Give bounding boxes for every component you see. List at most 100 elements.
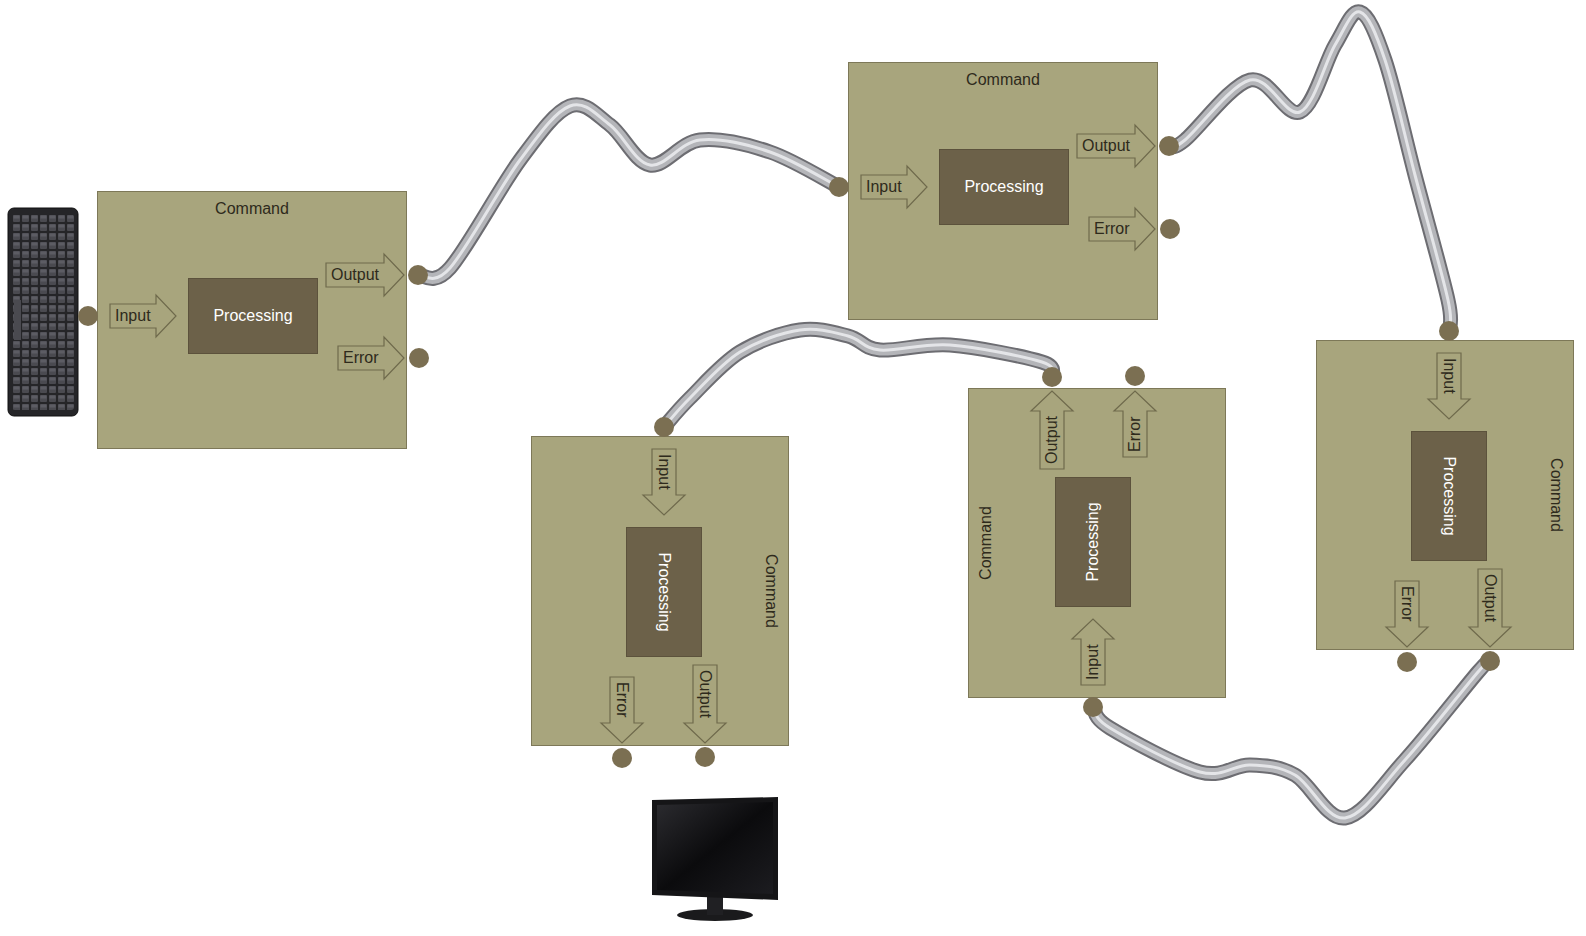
error-arrow: Error — [1384, 581, 1430, 647]
command-box: CommandInput Processing Output Error — [968, 388, 1226, 698]
output-arrow: Output — [326, 252, 404, 298]
arrow-outline — [1089, 208, 1155, 250]
error-arrow: Error — [1089, 206, 1155, 252]
arrow-outline — [1114, 391, 1156, 457]
command-box: Command InputProcessingOutput Error — [531, 436, 789, 746]
port-dot — [654, 417, 674, 437]
arrow-label-row: Output — [331, 252, 379, 298]
box-title: Command — [849, 71, 1157, 89]
arrow-outline — [684, 665, 726, 743]
arrow-label-row: Output — [1082, 123, 1130, 169]
arrow-label: Input — [1441, 358, 1458, 394]
port-dot — [1083, 697, 1103, 717]
pipe-outline — [1169, 12, 1451, 331]
input-arrow: Input — [1070, 619, 1116, 685]
port-dot — [1397, 652, 1417, 672]
port-dot — [1160, 219, 1180, 239]
arrow-label-row: Output — [682, 670, 728, 718]
pipe-connector — [418, 105, 839, 279]
input-arrow: Input — [110, 293, 176, 339]
port-dot — [1480, 651, 1500, 671]
error-arrow: Error — [599, 677, 645, 743]
box-title: Command — [1547, 341, 1565, 649]
arrow-label-row: Error — [343, 335, 379, 381]
port-dot — [612, 748, 632, 768]
arrow-label: Error — [1094, 220, 1130, 237]
arrow-outline — [601, 677, 643, 743]
command-box: CommandInput Processing OutputError — [97, 191, 407, 449]
pipe-highlight — [1169, 12, 1451, 331]
arrow-outline — [326, 254, 404, 296]
arrow-label: Error — [1126, 416, 1143, 452]
arrow-outline — [1077, 125, 1155, 167]
error-arrow: Error — [338, 335, 404, 381]
arrow-label-row: Input — [866, 164, 902, 210]
arrow-outline — [861, 166, 927, 208]
arrow-outline — [1428, 353, 1470, 419]
port-dot — [1439, 321, 1459, 341]
arrow-outline — [1386, 581, 1428, 647]
arrow-label: Input — [866, 178, 902, 195]
box-title: Command — [98, 200, 406, 218]
arrow-label: Input — [115, 307, 151, 324]
arrow-label: Input — [1084, 644, 1101, 680]
box-title: Command — [762, 437, 780, 745]
arrow-outline — [110, 295, 176, 337]
arrow-label: Input — [656, 454, 673, 490]
processing-box: Processing — [939, 149, 1069, 225]
arrow-label-row: Error — [599, 682, 645, 718]
error-arrow: Error — [1112, 391, 1158, 457]
arrow-label-row: Error — [1094, 206, 1130, 252]
processing-box: Processing — [1055, 477, 1131, 607]
arrow-label-row: Input — [1070, 644, 1116, 680]
processing-box: Processing — [626, 527, 702, 657]
arrow-label: Output — [331, 266, 379, 283]
pipe-body — [1169, 12, 1451, 331]
pipe-connector — [1169, 12, 1451, 331]
arrow-outline — [1031, 391, 1073, 469]
port-dot — [829, 177, 849, 197]
arrow-label-row: Output — [1467, 574, 1513, 622]
box-label: Processing — [964, 178, 1043, 196]
arrow-label: Error — [343, 349, 379, 366]
port-dot — [1125, 366, 1145, 386]
arrow-label: Output — [697, 670, 714, 718]
arrow-label-row: Error — [1112, 416, 1158, 452]
box-label: Processing — [1440, 456, 1458, 535]
monitor-icon — [652, 797, 778, 921]
output-arrow: Output — [1029, 391, 1075, 469]
arrow-outline — [338, 337, 404, 379]
processing-box: Processing — [188, 278, 318, 354]
arrow-label: Output — [1482, 574, 1499, 622]
output-arrow: Output — [1467, 569, 1513, 647]
input-arrow: Input — [641, 449, 687, 515]
pipe-body — [418, 105, 839, 279]
arrow-label: Output — [1043, 416, 1060, 464]
pipe-outline — [418, 105, 839, 279]
port-dot — [78, 306, 98, 326]
arrow-outline — [643, 449, 685, 515]
port-dot — [1042, 367, 1062, 387]
arrow-label-row: Output — [1029, 416, 1075, 464]
processing-box: Processing — [1411, 431, 1487, 561]
arrow-label-row: Input — [1426, 358, 1472, 394]
box-title: Command — [977, 389, 995, 697]
command-box: Command InputProcessingOutput Error — [1316, 340, 1574, 650]
arrow-label-row: Input — [115, 293, 151, 339]
arrow-label: Output — [1082, 137, 1130, 154]
box-label: Processing — [213, 307, 292, 325]
command-box: CommandInput Processing OutputError — [848, 62, 1158, 320]
port-dot — [408, 265, 428, 285]
box-label: Processing — [1084, 502, 1102, 581]
output-arrow: Output — [1077, 123, 1155, 169]
box-label: Processing — [655, 552, 673, 631]
arrow-outline — [1469, 569, 1511, 647]
output-arrow: Output — [682, 665, 728, 743]
arrow-label: Error — [614, 682, 631, 718]
pipe-highlight — [418, 105, 839, 279]
input-arrow: Input — [861, 164, 927, 210]
arrow-label-row: Error — [1384, 586, 1430, 622]
arrow-outline — [1072, 619, 1114, 685]
arrow-label: Error — [1399, 586, 1416, 622]
port-dot — [695, 747, 715, 767]
